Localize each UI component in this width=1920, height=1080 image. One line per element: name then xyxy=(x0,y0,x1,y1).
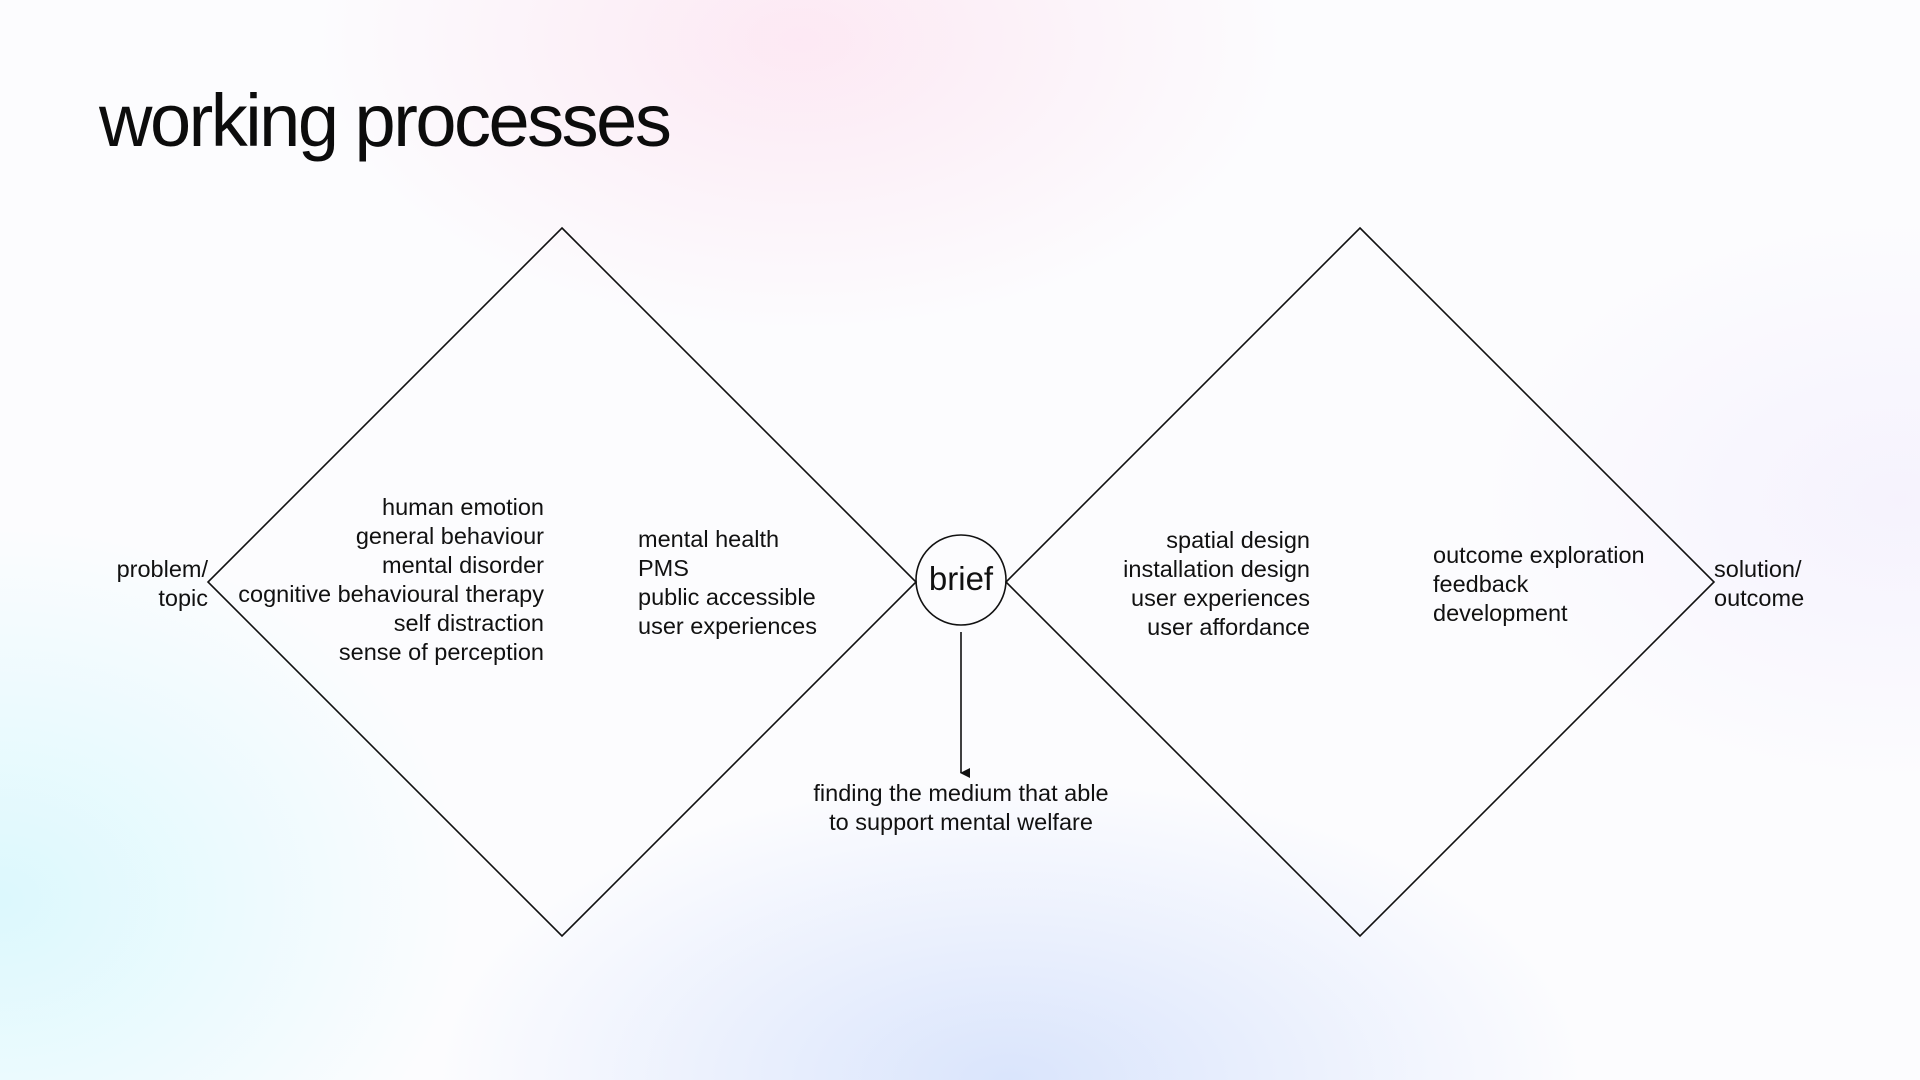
solution-outcome-label: solution/ outcome xyxy=(1714,555,1804,613)
define-item: mental health xyxy=(638,526,780,552)
define-item: user experiences xyxy=(638,613,817,639)
discover-item: self distraction xyxy=(393,610,544,636)
brief-circle xyxy=(915,534,1007,626)
page-title: working processes xyxy=(99,79,672,162)
problem-label-line: topic xyxy=(158,585,208,611)
deliver-item: outcome exploration xyxy=(1433,542,1645,568)
discover-item: human emotion xyxy=(382,494,544,520)
develop-item: installation design xyxy=(1123,556,1310,582)
develop-items-list: spatial design installation design user … xyxy=(1123,526,1310,642)
deliver-item: development xyxy=(1433,600,1568,626)
develop-item: user affordance xyxy=(1147,614,1310,640)
discover-item: general behaviour xyxy=(355,523,544,549)
define-item: PMS xyxy=(638,555,689,581)
right-diamond-outline xyxy=(1004,226,1716,938)
left-diamond-outline xyxy=(206,226,918,938)
discover-item: mental disorder xyxy=(382,552,544,578)
define-item: public accessible xyxy=(638,584,816,610)
develop-item: user experiences xyxy=(1131,585,1310,611)
brief-label: brief xyxy=(928,560,994,597)
brief-note: finding the medium that able to support … xyxy=(813,779,1108,837)
brief-note-line: finding the medium that able xyxy=(813,780,1109,806)
discover-items-list: human emotion general behaviour mental d… xyxy=(238,493,544,667)
deliver-items-list: outcome exploration feedback development xyxy=(1433,541,1645,628)
develop-item: spatial design xyxy=(1166,527,1310,553)
problem-topic-label: problem/ topic xyxy=(117,555,208,613)
solution-label-line: outcome xyxy=(1714,585,1805,611)
brief-note-line: to support mental welfare xyxy=(829,809,1093,835)
problem-label-line: problem/ xyxy=(116,556,208,582)
discover-item: cognitive behavioural therapy xyxy=(238,581,544,607)
deliver-item: feedback xyxy=(1433,571,1529,597)
define-items-list: mental health PMS public accessible user… xyxy=(638,525,817,641)
solution-label-line: solution/ xyxy=(1714,556,1802,582)
discover-item: sense of perception xyxy=(338,639,544,665)
